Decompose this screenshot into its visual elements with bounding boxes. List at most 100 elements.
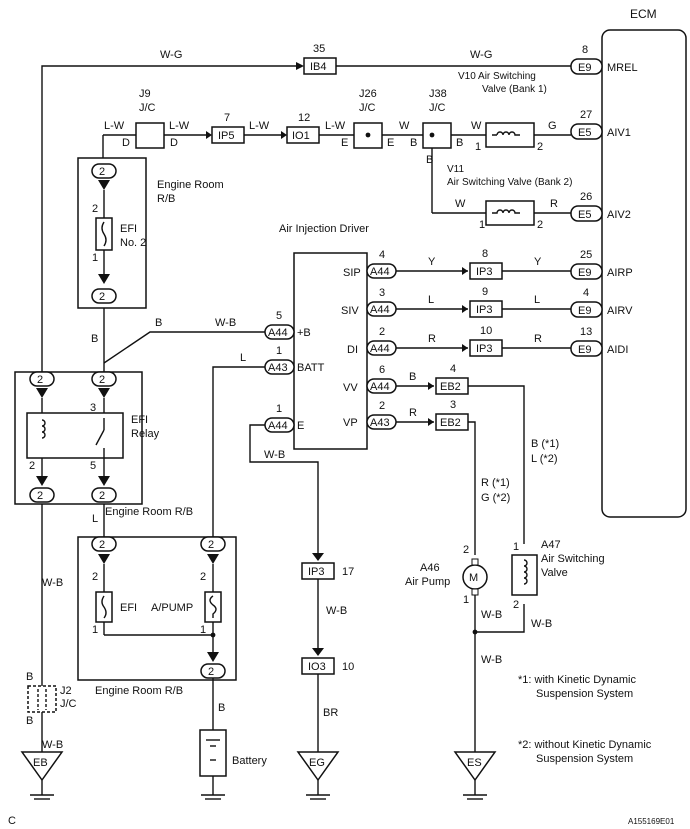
- svg-text:J2: J2: [60, 685, 72, 697]
- footer-left: C: [8, 815, 16, 827]
- svg-text:B: B: [218, 702, 225, 714]
- svg-text:10: 10: [480, 325, 492, 337]
- svg-text:DI: DI: [347, 344, 358, 356]
- svg-text:Y: Y: [428, 256, 436, 268]
- svg-text:MREL: MREL: [607, 62, 638, 74]
- svg-text:Engine Room R/B: Engine Room R/B: [105, 506, 193, 518]
- svg-text:IO1: IO1: [292, 130, 310, 142]
- svg-text:Air Pump: Air Pump: [405, 576, 450, 588]
- row2-wiring: J9 J/C L-W L-W D D IP5 7 L-W IO1 12 L-W …: [102, 88, 486, 214]
- svg-text:R: R: [534, 333, 542, 345]
- svg-text:2: 2: [92, 571, 98, 583]
- svg-text:E: E: [387, 137, 394, 149]
- svg-text:E5: E5: [578, 209, 591, 221]
- svg-text:W-B: W-B: [326, 605, 347, 617]
- svg-text:BR: BR: [323, 707, 338, 719]
- svg-text:2: 2: [99, 291, 105, 303]
- ecm-pin-aidi: E9 13 AIDI: [570, 326, 628, 357]
- svg-text:W-B: W-B: [481, 654, 502, 666]
- battery: B Battery: [199, 678, 267, 800]
- svg-text:2: 2: [463, 544, 469, 556]
- svg-text:G: G: [548, 120, 557, 132]
- svg-text:2: 2: [200, 571, 206, 583]
- valve-v10: W G 1 2 V10 Air Switching Valve (Bank 1): [451, 71, 571, 153]
- svg-text:W: W: [399, 120, 410, 132]
- svg-text:Suspension System: Suspension System: [536, 753, 633, 765]
- svg-text:27: 27: [580, 109, 592, 121]
- svg-text:4: 4: [583, 287, 589, 299]
- svg-text:35: 35: [313, 43, 325, 55]
- svg-text:E: E: [297, 420, 304, 432]
- svg-text:5: 5: [276, 310, 282, 322]
- svg-text:IP3: IP3: [476, 266, 493, 278]
- svg-text:1: 1: [276, 345, 282, 357]
- svg-text:2: 2: [37, 374, 43, 386]
- svg-text:1: 1: [92, 624, 98, 636]
- svg-text:10: 10: [342, 661, 354, 673]
- ecm-pin-airv: E9 4 AIRV: [570, 287, 633, 318]
- svg-text:SIV: SIV: [341, 305, 359, 317]
- svg-text:R: R: [550, 198, 558, 210]
- svg-text:12: 12: [298, 112, 310, 124]
- svg-text:W: W: [455, 198, 466, 210]
- svg-text:2: 2: [379, 400, 385, 412]
- svg-text:IP3: IP3: [476, 304, 493, 316]
- svg-text:A44: A44: [268, 420, 288, 432]
- air-switching-valve-a47: B (*1) L (*2) 1 2 A47 Air Switching Valv…: [511, 438, 605, 630]
- svg-text:No. 2: No. 2: [120, 237, 146, 249]
- svg-text:2: 2: [37, 490, 43, 502]
- svg-text:A43: A43: [370, 417, 390, 429]
- svg-text:L-W: L-W: [104, 120, 125, 132]
- efi-relay-box: 2 2 3 EFI Relay 2 5 2 2 Engine Room R/B …: [14, 371, 193, 525]
- svg-text:IP3: IP3: [308, 566, 325, 578]
- svg-text:1: 1: [463, 594, 469, 606]
- ecm-pin-aiv1: E5 27 AIV1: [570, 109, 631, 140]
- valve-v11: W R 1 2 V11 Air Switching Valve (Bank 2): [447, 164, 572, 231]
- svg-text:8: 8: [482, 248, 488, 260]
- svg-text:1: 1: [200, 624, 206, 636]
- svg-text:E9: E9: [578, 62, 591, 74]
- svg-text:L: L: [92, 513, 98, 525]
- svg-text:L-W: L-W: [325, 120, 346, 132]
- svg-text:R (*1): R (*1): [481, 477, 510, 489]
- svg-text:A46: A46: [420, 562, 440, 574]
- svg-text:Valve: Valve: [541, 567, 568, 579]
- svg-text:W-B: W-B: [264, 449, 285, 461]
- svg-text:3: 3: [90, 402, 96, 414]
- svg-text:2: 2: [537, 141, 543, 153]
- ecm-title: ECM: [630, 7, 657, 21]
- aid-sip-row: SIP A44 4 Y IP3 8 Y: [343, 248, 571, 280]
- eg-ground-chain: IP3 17 W-B IO3 10 BR EG: [296, 553, 354, 800]
- b-wire-label: B: [91, 333, 98, 345]
- svg-text:A44: A44: [268, 327, 288, 339]
- svg-text:EFI: EFI: [131, 414, 148, 426]
- svg-text:AIV2: AIV2: [607, 209, 631, 221]
- aid-plus-b: A44 5 +B: [264, 310, 311, 340]
- svg-text:A/PUMP: A/PUMP: [151, 602, 193, 614]
- svg-text:L-W: L-W: [249, 120, 270, 132]
- svg-text:ES: ES: [467, 757, 482, 769]
- svg-text:EFI: EFI: [120, 223, 137, 235]
- svg-text:J/C: J/C: [139, 102, 156, 114]
- plus-b-wire: [103, 331, 265, 364]
- j2-junction: W-B B J2 J/C B W-B EB: [20, 577, 77, 800]
- svg-text:AIRV: AIRV: [607, 305, 633, 317]
- svg-text:4: 4: [450, 363, 456, 375]
- svg-text:R: R: [428, 333, 436, 345]
- svg-text:2: 2: [208, 666, 214, 678]
- svg-text:B: B: [26, 715, 33, 727]
- svg-text:1: 1: [92, 252, 98, 264]
- svg-text:L: L: [534, 294, 540, 306]
- svg-text:*1: with Kinetic Dynamic: *1: with Kinetic Dynamic: [518, 674, 636, 686]
- svg-text:A44: A44: [370, 343, 390, 355]
- svg-text:J/C: J/C: [429, 102, 446, 114]
- svg-text:1: 1: [276, 403, 282, 415]
- air-pump-a46: R (*1) G (*2) 2 M 1 A46 Air Pump W-B W-B…: [405, 477, 525, 800]
- mrel-wire: IB4 35 W-G W-G: [41, 43, 571, 372]
- svg-text:B (*1): B (*1): [531, 438, 559, 450]
- svg-text:Relay: Relay: [131, 428, 160, 440]
- svg-text:Engine Room R/B: Engine Room R/B: [95, 685, 183, 697]
- svg-text:W-B: W-B: [42, 739, 63, 751]
- svg-text:2: 2: [99, 490, 105, 502]
